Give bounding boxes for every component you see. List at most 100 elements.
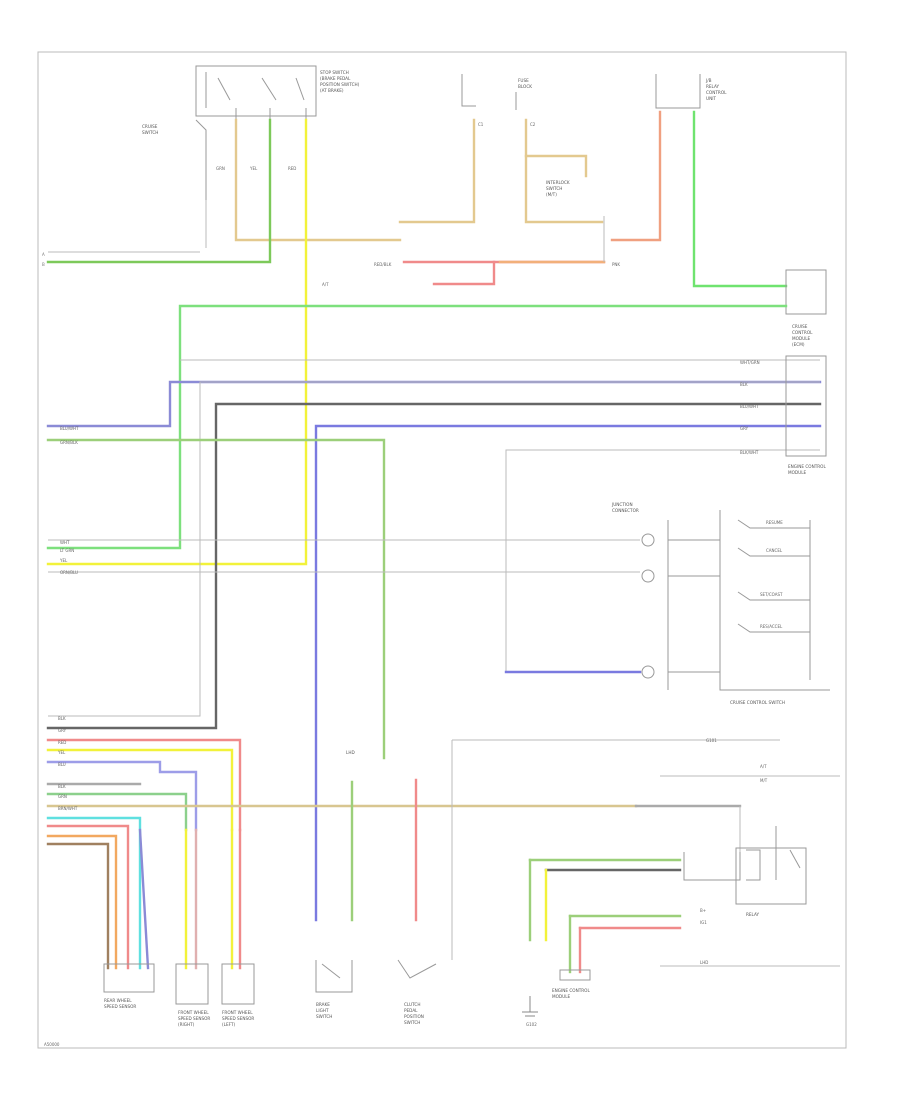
junction-label-2: CONNECTOR <box>612 508 639 513</box>
relay-box <box>735 847 807 905</box>
front-r-label-2: SPEED SENSOR <box>178 1016 210 1021</box>
brake-tag-1: LHD <box>346 750 355 755</box>
brake-switch-label-3: SWITCH <box>316 1014 332 1019</box>
engine-module-label-1: ENGINE CONTROL <box>552 988 590 993</box>
front-sensor-right <box>175 963 209 1005</box>
wire-tag-top-1: GRN <box>216 166 225 171</box>
cruise-control-switch: JUNCTION CONNECTOR RESUME CANCEL SET/COA… <box>48 502 830 705</box>
front-r-label-1: FRONT WHEEL <box>178 1010 209 1015</box>
wire-tag-top-3: RED <box>288 166 296 171</box>
interlock-label-1: INTERLOCK <box>546 180 570 185</box>
tag-lhd: LHD <box>700 960 708 965</box>
wire-tag-l2: GRN/BLK <box>60 440 78 445</box>
right-relay: J/B RELAY CONTROL UNIT <box>655 74 727 109</box>
bundle-tag-6: BLK <box>58 784 66 789</box>
ground-symbol-1 <box>522 996 538 1017</box>
ground-1-label: G102 <box>526 1022 537 1027</box>
right-module-label-3: MODULE <box>792 336 811 341</box>
front-l-label-2: SPEED SENSOR <box>222 1016 254 1021</box>
wire-tag-r2: BLK <box>740 382 748 387</box>
wire-tag-mid-1: RED/BLK <box>374 262 392 267</box>
clutch-label-4: SWITCH <box>404 1020 420 1025</box>
rear-sensor-label-1: REAR WHEEL <box>104 998 132 1003</box>
stop-switch-label-4: (AT BRAKE) <box>320 88 344 93</box>
right-module-2-label-1: ENGINE CONTROL <box>788 464 826 469</box>
wire-tag-l1: BLU/WHT <box>60 426 79 431</box>
brake-switch-label-1: BRAKE <box>316 1002 330 1007</box>
brake-light-switch: BRAKE LIGHT SWITCH LHD <box>315 750 355 1019</box>
cruise-switch-label-2: SWITCH <box>142 130 158 135</box>
rear-wheel-sensor <box>103 963 155 993</box>
tag-at: A/T <box>760 764 767 769</box>
stop-switch: STOP SWITCH (BRAKE PEDAL POSITION SWITCH… <box>195 65 360 120</box>
wire-tag-l6: ORN/BLU <box>60 570 78 575</box>
bundle-tag-4: YEL <box>57 750 66 755</box>
right-relay-label-4: UNIT <box>706 96 716 101</box>
interlock-note: A/T <box>322 282 329 287</box>
wire-tag-l3: WHT <box>60 540 70 545</box>
wire-tag-top-2: YEL <box>249 166 258 171</box>
cruise-control-switch-label: CRUISE CONTROL SWITCH <box>730 700 785 705</box>
clutch-pedal-switch: CLUTCH PEDAL POSITION SWITCH <box>397 740 453 1025</box>
stop-switch-label-3: POSITION SWITCH) <box>320 82 360 87</box>
right-module-2 <box>785 355 827 457</box>
right-relay-label-2: RELAY <box>706 84 720 89</box>
wire-tag-r3: BLU/WHT <box>740 404 759 409</box>
bundle-tag-1: BLK <box>58 716 66 721</box>
tag-g101: G101 <box>706 738 717 743</box>
bundle-tag-5: BLU <box>58 762 66 767</box>
wire-tag-r4: GRY <box>740 426 749 431</box>
stop-switch-label-2: (BRAKE PEDAL <box>320 76 351 81</box>
switch-pos-1: RESUME <box>766 520 783 525</box>
interlock-label-3: (M/T) <box>546 192 557 197</box>
front-l-label-3: (LEFT) <box>222 1022 236 1027</box>
right-relay-label-3: CONTROL <box>706 90 727 95</box>
right-relay-label-1: J/B <box>705 78 712 83</box>
right-module-label-2: CONTROL <box>792 330 813 335</box>
clutch-label-1: CLUTCH <box>404 1002 421 1007</box>
wire-tag-mid-2: PNK <box>612 262 620 267</box>
fuse-label-1: FUSE <box>518 78 529 83</box>
front-r-label-3: (RIGHT) <box>178 1022 195 1027</box>
cruise-switch: CRUISE SWITCH <box>142 119 207 248</box>
stop-switch-label-1: STOP SWITCH <box>320 70 349 75</box>
bundle-tag-8: BRN/WHT <box>58 806 78 811</box>
left-pin-a: A <box>42 252 45 257</box>
rear-sensor-label-2: SPEED SENSOR <box>104 1004 136 1009</box>
switch-pos-3: SET/COAST <box>760 592 783 597</box>
left-pin-b: B <box>42 262 45 267</box>
switch-pos-4: RES/ACCEL <box>760 624 783 629</box>
clutch-label-3: POSITION <box>404 1014 424 1019</box>
tag-bplus: B+ <box>700 908 706 913</box>
tag-mt: M/T <box>760 778 768 783</box>
right-module-2-label-2: MODULE <box>788 470 807 475</box>
footer-code: A50000 <box>44 1042 60 1047</box>
front-sensor-left <box>221 963 255 1005</box>
bundle-tag-7: GRN <box>58 794 67 799</box>
bundle-tag-2: GRY <box>58 728 67 733</box>
wire-tag-r5: BLK/WHT <box>740 450 759 455</box>
clutch-label-2: PEDAL <box>404 1008 418 1013</box>
brake-switch-label-2: LIGHT <box>316 1008 329 1013</box>
fuse-label-2: BLOCK <box>518 84 532 89</box>
fuse-pin-2: C2 <box>530 122 536 127</box>
cruise-switch-label-1: CRUISE <box>142 124 158 129</box>
fuse-block: FUSE BLOCK <box>461 74 532 110</box>
right-module <box>785 269 827 315</box>
wire-tag-l4: LT GRN <box>60 548 74 553</box>
interlock-label-2: SWITCH <box>546 186 562 191</box>
tag-ig1: IG1 <box>700 920 707 925</box>
fuse-pin-1: C1 <box>478 122 484 127</box>
right-module-label-1: CRUISE <box>792 324 808 329</box>
front-l-label-1: FRONT WHEEL <box>222 1010 253 1015</box>
bundle-tag-3: RED <box>58 740 66 745</box>
switch-pos-2: CANCEL <box>766 548 783 553</box>
diagram-frame <box>37 51 847 1049</box>
wire-tag-l5: YEL <box>59 558 68 563</box>
junction-label-1: JUNCTION <box>611 502 633 507</box>
wire-tag-r1: WHT/GRN <box>740 360 760 365</box>
right-module-label-4: (ECM) <box>792 342 805 347</box>
engine-module-label-2: MODULE <box>552 994 571 999</box>
relay-box-label: RELAY <box>746 912 760 917</box>
